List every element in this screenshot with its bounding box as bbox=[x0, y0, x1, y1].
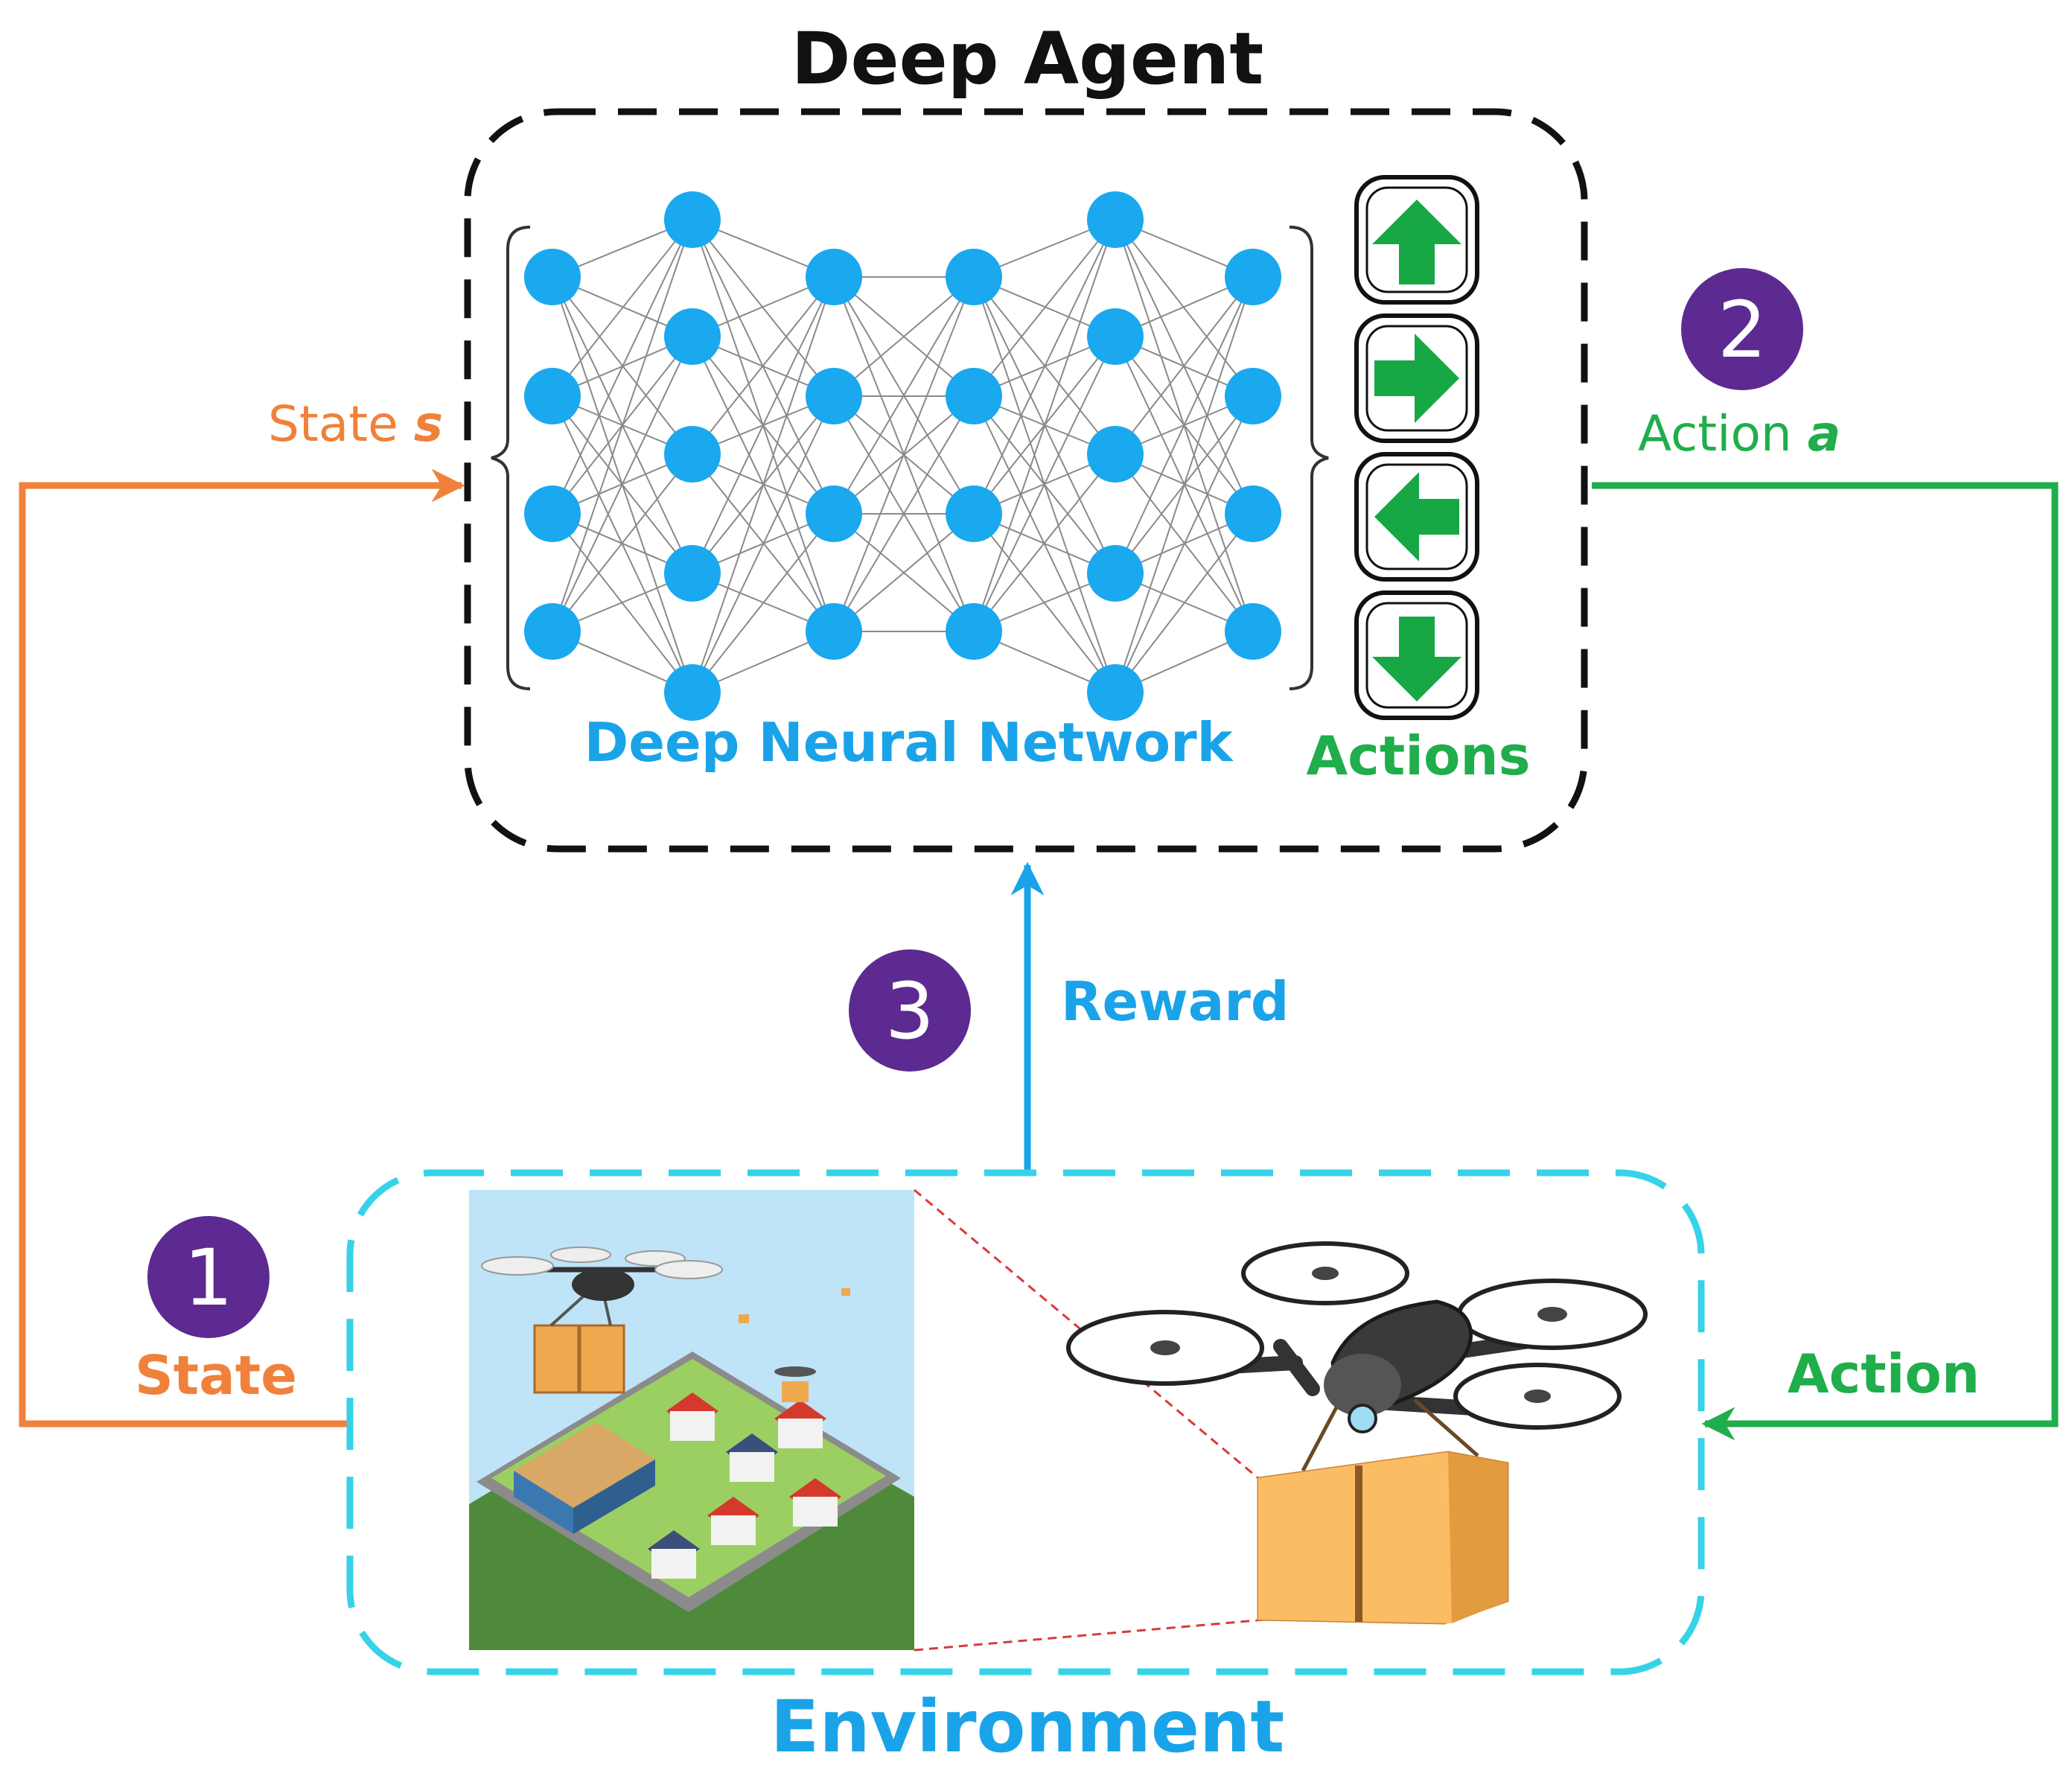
network-node bbox=[806, 603, 862, 660]
network-node bbox=[524, 249, 581, 305]
network-node bbox=[1087, 191, 1144, 248]
network-label: Deep Neural Network bbox=[584, 711, 1234, 774]
network-node bbox=[1087, 426, 1144, 483]
network-node bbox=[1087, 545, 1144, 602]
network-edge bbox=[552, 453, 693, 632]
arrow-right-icon bbox=[1354, 313, 1479, 443]
action-a-label: Action a bbox=[1638, 405, 1840, 462]
network-node bbox=[1225, 603, 1281, 660]
state-arrow bbox=[19, 468, 465, 1427]
network-node bbox=[946, 368, 1002, 424]
network-node bbox=[524, 603, 581, 660]
network-node bbox=[1225, 368, 1281, 424]
reward-label: Reward bbox=[1061, 970, 1289, 1033]
network-edge bbox=[1115, 513, 1254, 693]
state-s-label: State s bbox=[268, 395, 443, 453]
network-edge bbox=[973, 219, 1116, 632]
network-node bbox=[806, 249, 862, 305]
network-edge bbox=[1115, 276, 1254, 693]
network-edge bbox=[833, 395, 975, 632]
network-edge bbox=[833, 276, 975, 515]
delivery-drone-illustration bbox=[1066, 1241, 1648, 1625]
network-edge bbox=[552, 219, 693, 515]
network-node bbox=[664, 545, 721, 602]
network-edge bbox=[1115, 276, 1254, 455]
network-edge bbox=[1115, 395, 1254, 693]
environment-box bbox=[346, 1169, 1705, 1675]
network-nodes bbox=[524, 191, 1281, 721]
action-label: Action bbox=[1788, 1343, 1980, 1405]
network-edge bbox=[692, 276, 835, 455]
action-arrow bbox=[1592, 482, 2059, 1441]
arrow-down-icon bbox=[1354, 591, 1479, 720]
input-brace bbox=[491, 226, 531, 690]
network-node bbox=[1225, 249, 1281, 305]
actions-label: Actions bbox=[1306, 725, 1530, 787]
zoom-connector-bottom bbox=[914, 1618, 1266, 1652]
network-node bbox=[946, 486, 1002, 542]
network-node bbox=[664, 191, 721, 248]
step-badge-1: 1 bbox=[147, 1216, 270, 1338]
network-node bbox=[664, 664, 721, 721]
network-edge bbox=[552, 336, 693, 632]
network-edge bbox=[1115, 276, 1254, 574]
network-edge bbox=[692, 395, 835, 693]
svg-text:2: 2 bbox=[1718, 284, 1767, 375]
network-edge bbox=[552, 219, 693, 632]
network-edge bbox=[833, 513, 975, 632]
network-edge bbox=[692, 276, 835, 574]
output-brace bbox=[1289, 226, 1329, 690]
network-node bbox=[946, 249, 1002, 305]
network-node bbox=[806, 368, 862, 424]
network-edge bbox=[692, 513, 835, 693]
network-node bbox=[946, 603, 1002, 660]
state-label: State bbox=[135, 1344, 297, 1407]
environment-label: Environment bbox=[771, 1685, 1284, 1769]
network-node bbox=[806, 486, 862, 542]
network-node bbox=[524, 486, 581, 542]
network-node bbox=[1087, 664, 1144, 721]
network-edge bbox=[833, 276, 975, 397]
arrow-left-icon bbox=[1354, 452, 1479, 582]
network-edge bbox=[1115, 219, 1254, 397]
city-scene-illustration bbox=[469, 1190, 914, 1650]
network-edge bbox=[692, 276, 835, 693]
network-edge bbox=[973, 336, 1116, 632]
svg-text:3: 3 bbox=[885, 966, 934, 1057]
step-badge-3: 3 bbox=[849, 949, 971, 1072]
network-node bbox=[664, 426, 721, 483]
agent-box bbox=[464, 108, 1588, 853]
svg-text:1: 1 bbox=[184, 1232, 233, 1323]
action-icons bbox=[1354, 175, 1479, 720]
step-badge-2: 2 bbox=[1681, 268, 1803, 390]
network-edge bbox=[973, 219, 1116, 397]
network-edge bbox=[692, 219, 835, 397]
arrow-up-icon bbox=[1354, 175, 1479, 305]
network-node bbox=[524, 368, 581, 424]
network-node bbox=[1087, 308, 1144, 365]
agent-title: Deep Agent bbox=[791, 17, 1263, 101]
network-connections bbox=[552, 219, 1254, 693]
network-edge bbox=[833, 276, 975, 632]
network-node bbox=[664, 308, 721, 365]
network-edge bbox=[973, 219, 1116, 515]
network-node bbox=[1225, 486, 1281, 542]
network-edge bbox=[552, 219, 693, 397]
network-edge bbox=[973, 453, 1116, 632]
